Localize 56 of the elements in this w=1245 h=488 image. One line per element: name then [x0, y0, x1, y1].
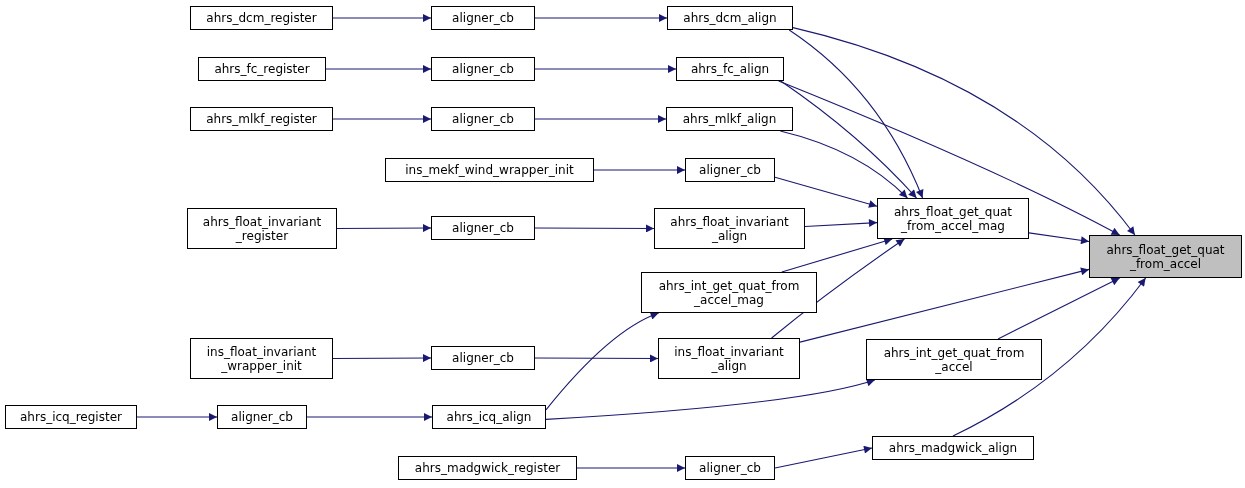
call-arrow [534, 115, 667, 123]
call-arrow [952, 277, 1147, 437]
call-arrow [332, 115, 432, 123]
call-arrow [788, 29, 924, 199]
function-box: aligner_cb [431, 57, 535, 81]
call-arrow [545, 312, 660, 411]
call-arrow [534, 354, 659, 363]
call-arrow [778, 80, 1121, 236]
function-box: ahrs_mlkf_align [666, 107, 793, 131]
function-box: aligner_cb [685, 158, 775, 182]
call-arrow [576, 464, 686, 472]
call-arrow [1028, 232, 1090, 245]
call-arrow [136, 413, 218, 421]
function-box: aligner_cb [431, 107, 535, 131]
call-arrow [779, 130, 908, 199]
call-arrow [336, 224, 432, 233]
function-box: ins_float_invariant _align [658, 338, 800, 379]
function-box: aligner_cb [431, 346, 535, 370]
call-arrow [534, 65, 677, 73]
call-arrow [997, 277, 1121, 340]
function-box: ins_mekf_wind_wrapper_init [385, 158, 594, 182]
function-box: ahrs_float_get_quat _from_accel [1089, 235, 1242, 278]
call-arrow [332, 14, 432, 22]
function-box: ahrs_icq_register [5, 405, 137, 429]
function-box: ahrs_int_get_quat_from _accel_mag [641, 272, 817, 313]
function-box: ahrs_madgwick_align [872, 436, 1034, 460]
call-arrow [332, 354, 432, 363]
call-arrow [804, 219, 878, 227]
function-box: aligner_cb [685, 456, 775, 480]
call-arrow [325, 65, 432, 73]
call-arrow [780, 80, 918, 199]
call-arrow [792, 27, 1136, 236]
function-box: ahrs_fc_register [198, 57, 326, 81]
function-box: ahrs_mlkf_register [190, 107, 333, 131]
function-box: ahrs_fc_align [676, 57, 784, 81]
function-box: aligner_cb [431, 216, 535, 240]
call-arrow [781, 237, 893, 273]
function-box: ahrs_dcm_align [667, 6, 793, 30]
function-box: ahrs_float_invariant _align [654, 208, 805, 249]
call-arrow [534, 14, 668, 22]
function-box: ahrs_dcm_register [190, 6, 333, 30]
function-box: ahrs_madgwick_register [398, 456, 577, 480]
function-box: ins_float_invariant _wrapper_init [190, 338, 333, 379]
function-box: aligner_cb [217, 405, 307, 429]
call-arrow [545, 378, 876, 420]
call-arrow [306, 413, 433, 421]
function-box: ahrs_float_get_quat _from_accel_mag [877, 198, 1029, 239]
call-arrow [774, 176, 878, 208]
call-arrow [774, 445, 873, 469]
function-box: ahrs_int_get_quat_from _accel [866, 339, 1042, 380]
call-arrow [771, 238, 905, 339]
function-box: ahrs_float_invariant _register [187, 208, 337, 249]
function-box: ahrs_icq_align [432, 405, 546, 429]
call-arrow [534, 224, 655, 233]
function-box: aligner_cb [431, 6, 535, 30]
call-arrow [593, 166, 686, 174]
